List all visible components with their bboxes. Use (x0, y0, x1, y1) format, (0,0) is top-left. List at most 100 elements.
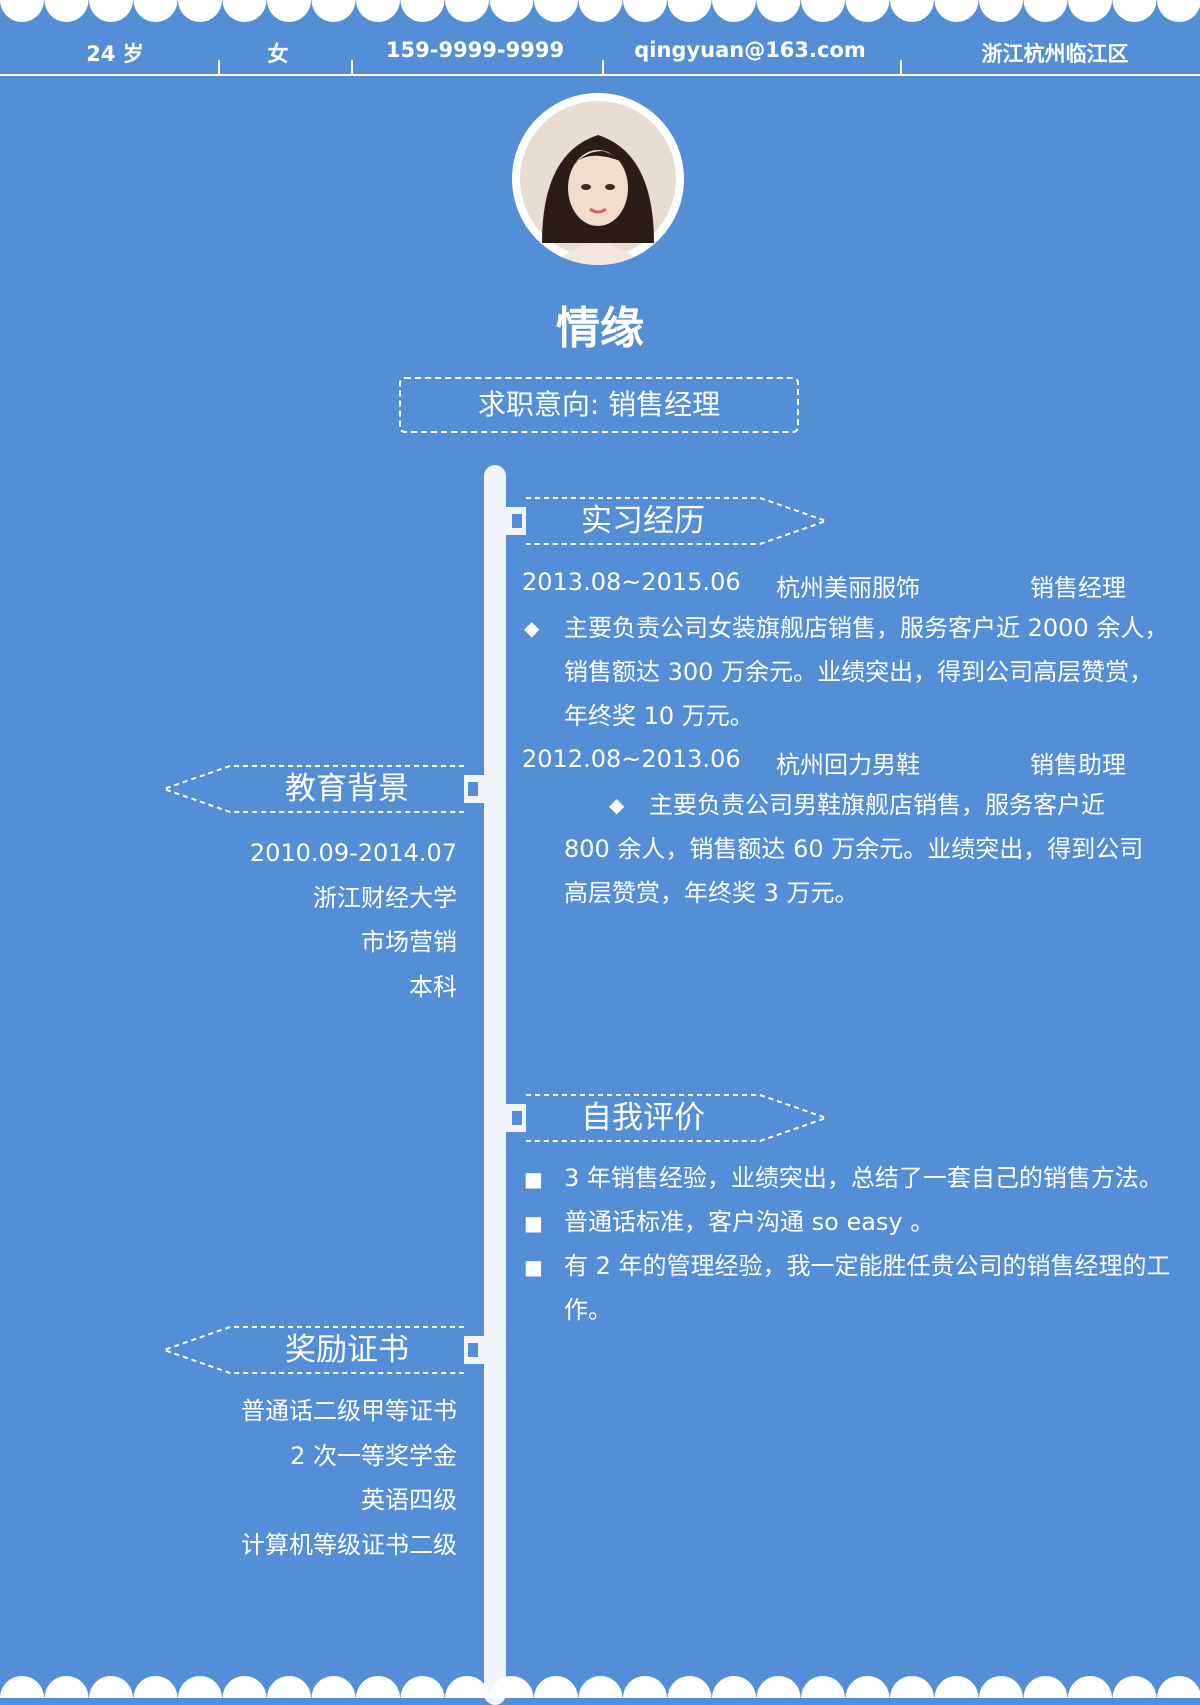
entry-description: 主要负责公司女装旗舰店销售，服务客户近 2000 余人， 销售额达 300 万余… (564, 606, 1184, 738)
scallop-shape (489, 0, 534, 22)
description-line: 高层赞赏，年终奖 3 万元。 (564, 879, 859, 907)
scallop-shape (845, 0, 890, 22)
description-line: 年终奖 10 万元。 (564, 702, 754, 730)
scallop-shape (178, 0, 222, 22)
job-objective: 求职意向: 销售经理 (399, 377, 799, 433)
entry-period: 2012.08~2013.06 (522, 745, 741, 773)
scallop-shape (1112, 1676, 1157, 1698)
scallop-shape (133, 0, 178, 22)
location-text: 浙江杭州临江区 (981, 42, 1129, 66)
scallop-shape (445, 1676, 489, 1698)
scallop-shape (756, 0, 801, 22)
email-link[interactable]: qingyuan@163.com (634, 38, 866, 62)
entry-company: 杭州回力男鞋 (776, 751, 920, 779)
scallop-shape (222, 1676, 267, 1698)
scallop-shape (756, 1676, 801, 1698)
section-tag-education: 教育背景 (160, 765, 484, 813)
list-item: 作。 (564, 1296, 612, 1324)
entry-period: 2013.08~2015.06 (522, 568, 741, 596)
self-evaluation-list: 3 年销售经验，业绩突出，总结了一套自己的销售方法。 普通话标准，客户沟通 so… (564, 1156, 1194, 1332)
scallop-shape (89, 0, 133, 22)
list-item: 有 2 年的管理经验，我一定能胜任贵公司的销售经理的工 (564, 1252, 1171, 1280)
awards-list: 普通话二级甲等证书 2 次一等奖学金 英语四级 计算机等级证书二级 (160, 1389, 457, 1567)
right-arrow-tag-icon (506, 497, 830, 545)
scallop-shape (1068, 0, 1112, 22)
scallop-shape (178, 1676, 222, 1698)
scallop-shape (0, 1676, 44, 1698)
scallop-shape (1068, 1676, 1112, 1698)
left-arrow-tag-icon (160, 765, 484, 813)
scallop-shape (667, 1676, 712, 1698)
list-item: 3 年销售经验，业绩突出，总结了一套自己的销售方法。 (564, 1164, 1163, 1192)
list-item: 浙江财经大学 (313, 883, 457, 912)
scallop-shape (267, 1676, 311, 1698)
section-title-education: 教育背景 (285, 771, 409, 807)
entry-company: 杭州美丽服饰 (776, 574, 920, 602)
scallop-shape (801, 1676, 845, 1698)
info-divider (351, 60, 353, 74)
scallop-shape (934, 1676, 979, 1698)
list-item: 2010.09-2014.07 (249, 839, 457, 867)
section-title-self-evaluation: 自我评价 (581, 1100, 705, 1136)
section-tag-awards: 奖励证书 (160, 1326, 484, 1374)
scallop-shape (400, 0, 445, 22)
scallop-shape (578, 0, 623, 22)
contact-info-bar: 24 岁 女 159-9999-9999 qingyuan@163.com 浙江… (0, 32, 1200, 76)
scallop-shape (667, 0, 712, 22)
section-title-internship: 实习经历 (581, 503, 705, 539)
square-bullet-icon: ■ (524, 1211, 543, 1235)
list-item: 市场营销 (361, 928, 457, 956)
scallop-shape (578, 1676, 623, 1698)
scallop-shape (534, 1676, 578, 1698)
entry-description: 主要负责公司男鞋旗舰店销售，服务客户近 800 余人，销售额达 60 万余元。业… (564, 783, 1184, 915)
square-bullet-icon: ■ (524, 1167, 543, 1191)
scallop-shape (801, 0, 845, 22)
entry-role: 销售经理 (1030, 574, 1126, 602)
scallop-shape (979, 1676, 1023, 1698)
scallop-shape (89, 1676, 133, 1698)
list-item: 计算机等级证书二级 (241, 1530, 457, 1559)
bottom-scallop-border (0, 1676, 1200, 1698)
scallop-shape (311, 0, 356, 22)
scallop-shape (890, 1676, 934, 1698)
top-scallop-border (0, 0, 1200, 22)
scallop-shape (712, 0, 756, 22)
timeline-bar (484, 465, 506, 1705)
scallop-shape (222, 0, 267, 22)
description-line: 主要负责公司男鞋旗舰店销售，服务客户近 (649, 791, 1105, 819)
gender-text: 女 (267, 42, 289, 66)
scallop-shape (534, 0, 578, 22)
candidate-name: 情缘 (556, 303, 644, 354)
list-item: 英语四级 (361, 1486, 457, 1514)
scallop-shape (356, 0, 400, 22)
info-divider (900, 60, 902, 74)
scallop-shape (623, 1676, 667, 1698)
entry-role: 销售助理 (1030, 751, 1126, 779)
scallop-shape (979, 0, 1023, 22)
scallop-shape (311, 1676, 356, 1698)
scallop-shape (1112, 0, 1157, 22)
scallop-shape (845, 1676, 890, 1698)
education-list: 2010.09-2014.07 浙江财经大学 市场营销 本科 (160, 831, 457, 1009)
right-arrow-tag-icon (506, 1094, 830, 1142)
scallop-shape (445, 0, 489, 22)
age-text: 24 岁 (86, 42, 144, 66)
scallop-shape (267, 0, 311, 22)
scallop-shape (1157, 1676, 1200, 1698)
scallop-shape (0, 0, 44, 22)
scallop-shape (890, 0, 934, 22)
scallop-shape (356, 1676, 400, 1698)
description-line: 销售额达 300 万余元。业绩突出，得到公司高层赞赏， (564, 658, 1154, 686)
info-divider (602, 60, 604, 74)
list-item: 本科 (409, 972, 457, 1001)
left-arrow-tag-icon (160, 1326, 484, 1374)
list-item: 普通话标准，客户沟通 so easy 。 (564, 1208, 935, 1236)
scallop-shape (623, 0, 667, 22)
section-tag-self-evaluation: 自我评价 (506, 1094, 830, 1142)
scallop-shape (44, 1676, 89, 1698)
scallop-shape (133, 1676, 178, 1698)
diamond-bullet-icon: ◆ (609, 793, 625, 817)
section-title-awards: 奖励证书 (285, 1332, 409, 1368)
info-divider (218, 60, 220, 74)
scallop-shape (489, 1676, 534, 1698)
